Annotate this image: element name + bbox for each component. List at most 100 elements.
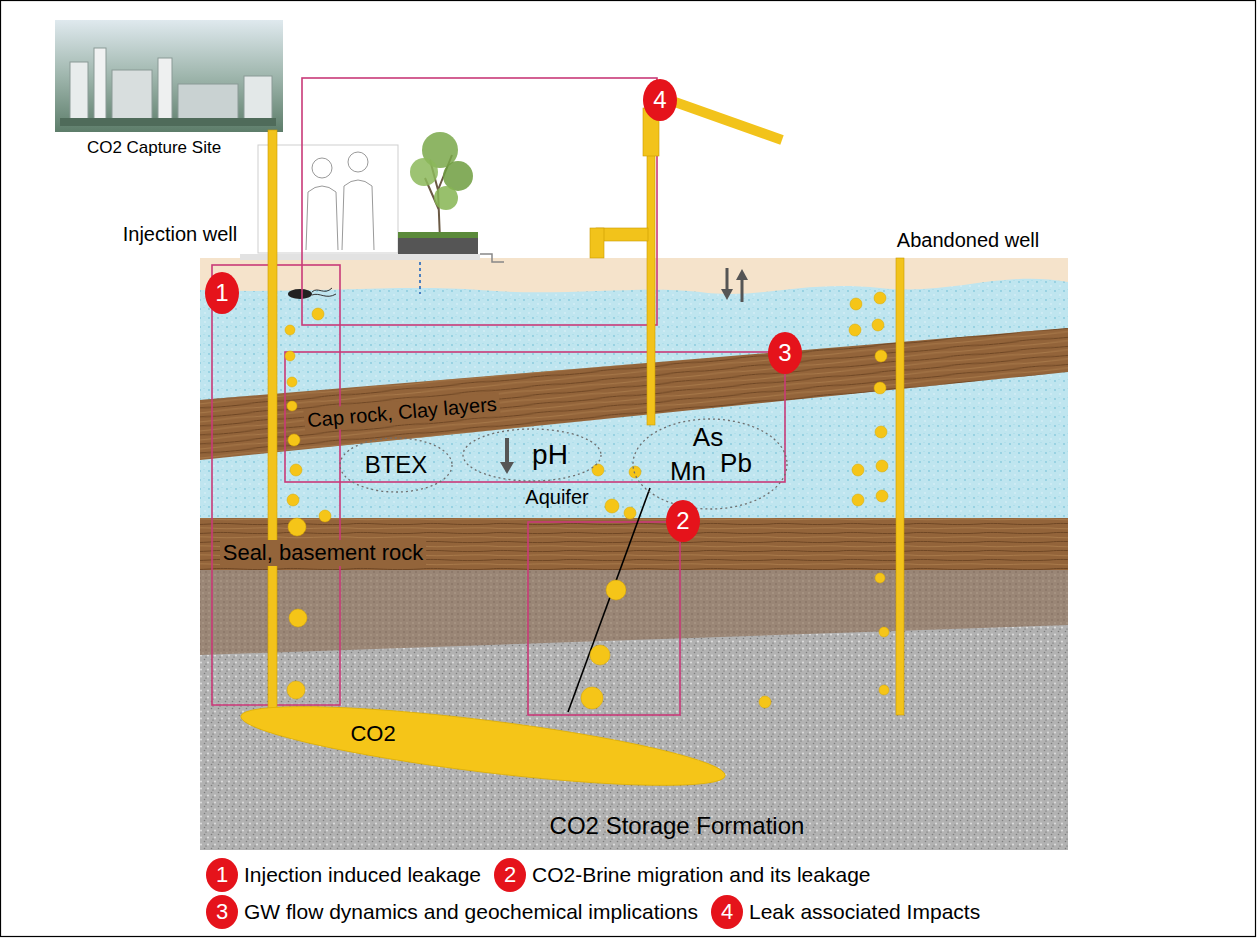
- co2-bubble: [624, 507, 636, 519]
- callout-oval: [643, 79, 677, 121]
- layer-label: Seal, basement rock: [220, 540, 427, 565]
- callout-badge: 2: [665, 499, 701, 543]
- callout-oval: [206, 895, 238, 929]
- legend-text: CO2-Brine migration and its leakage: [532, 863, 871, 887]
- callout-badge: 2: [493, 857, 527, 893]
- building-outline: [258, 145, 398, 253]
- callout-number: 3: [778, 339, 791, 367]
- aquifer-texture: [200, 258, 1068, 520]
- basement-rock-texture: [200, 566, 1068, 655]
- callout-number-holder: 3: [216, 899, 228, 924]
- co2-bubble: [605, 499, 619, 513]
- aquifer: [200, 258, 1068, 520]
- layer-label: Aquifer: [525, 486, 588, 509]
- callout-number-holder: 4: [653, 86, 666, 114]
- co2-plume: CO2: [238, 700, 728, 792]
- co2-bubble: [876, 490, 888, 502]
- co2-bubble: [287, 401, 297, 411]
- layer-label-holder: Aquifer: [525, 486, 588, 509]
- drain-line: [419, 262, 421, 294]
- contaminant-label: Mn: [670, 457, 706, 487]
- layer-label-holder: Seal, basement rock: [220, 540, 427, 565]
- zone-outline: [633, 419, 787, 509]
- contaminant-label: Pb: [720, 449, 752, 479]
- co2-bubble: [285, 325, 295, 335]
- plume-label-holder: CO2: [350, 721, 395, 746]
- callout-frame: [528, 522, 680, 715]
- callout-oval: [666, 500, 700, 542]
- contaminant-label-holder: BTEX: [365, 451, 428, 479]
- callout-number: 4: [721, 899, 733, 924]
- legend-text: Injection induced leakage: [244, 863, 481, 887]
- co2-bubble: [287, 681, 305, 699]
- co2-bubble: [872, 319, 884, 331]
- co2-bubble: [879, 627, 889, 637]
- person-figure: [312, 158, 332, 178]
- co2-bubble: [288, 518, 306, 536]
- contaminant-label: BTEX: [365, 451, 428, 479]
- co2-bubble: [288, 434, 300, 446]
- legend-text: Leak associated Impacts: [749, 900, 980, 924]
- callout-frame: [285, 352, 785, 482]
- person-figure: [306, 186, 338, 250]
- callout-badge: 3: [767, 331, 803, 375]
- callout-number-holder: 1: [216, 862, 228, 887]
- callout-number-holder: 3: [778, 339, 791, 367]
- zone-outline: [340, 438, 452, 492]
- callout-oval: [711, 895, 743, 929]
- callout-number: 4: [653, 86, 666, 114]
- legend-text-holder: GW flow dynamics and geochemical implica…: [244, 900, 698, 924]
- plume-label: CO2: [350, 721, 395, 746]
- tree-foliage: [410, 158, 438, 186]
- legend-text: GW flow dynamics and geochemical implica…: [244, 900, 698, 924]
- co2-bubbles: [285, 292, 889, 709]
- seal-layer: [200, 518, 1068, 570]
- co2-bubble: [319, 510, 331, 522]
- well-label: Injection well: [123, 223, 238, 246]
- callout-number: 2: [504, 862, 516, 887]
- callout-oval: [768, 332, 802, 374]
- co2-bubble: [289, 609, 307, 627]
- microbe-flagella: [312, 288, 336, 296]
- legend-text-holder: Injection induced leakage: [244, 863, 481, 887]
- curb: [480, 254, 504, 262]
- callout-badge: 3: [205, 894, 239, 930]
- zone-outline: [463, 429, 601, 481]
- contaminant-label-holder: pH: [532, 439, 568, 471]
- decrease-arrow-head: [500, 462, 514, 474]
- co2-bubble: [849, 324, 861, 336]
- person-figure: [342, 180, 374, 250]
- plant-tower: [158, 58, 172, 120]
- co2-bubble: [285, 351, 295, 361]
- callout-number: 2: [676, 507, 689, 535]
- co2-bubble: [287, 377, 297, 387]
- node-shape: [238, 700, 728, 792]
- callout-number-holder: 2: [676, 507, 689, 535]
- callout-number-holder: 2: [504, 862, 516, 887]
- callout-badge: 1: [205, 857, 239, 893]
- co2-bubble: [874, 292, 886, 304]
- well-label-holder: Injection well: [123, 223, 238, 246]
- well-label: Abandoned well: [897, 229, 1039, 252]
- cap-rock-layer: [200, 328, 1068, 460]
- tree-foliage: [434, 186, 458, 210]
- callout-badge: 4: [710, 894, 744, 930]
- microbe: [288, 289, 312, 299]
- flow-arrow: [736, 269, 748, 280]
- site-label-holder: CO2 Capture Site: [87, 138, 221, 158]
- contaminant-label-holder: Mn: [670, 457, 706, 487]
- abandoned-well-pipe: [896, 258, 904, 715]
- plume-shape: [238, 690, 729, 801]
- node-shape: [462, 428, 602, 482]
- plant-unit: [178, 84, 238, 120]
- planter-grass: [398, 232, 478, 238]
- plant-tower: [70, 62, 88, 120]
- contaminant-zone: BTEX: [339, 437, 453, 493]
- co2-bubble: [590, 645, 610, 665]
- callout-number: 1: [216, 862, 228, 887]
- injection-well-pipe: [268, 130, 277, 718]
- callout-number: 3: [216, 899, 228, 924]
- co2-bubble: [606, 580, 626, 600]
- site-label: CO2 Capture Site: [87, 138, 221, 158]
- person-figure: [348, 152, 368, 172]
